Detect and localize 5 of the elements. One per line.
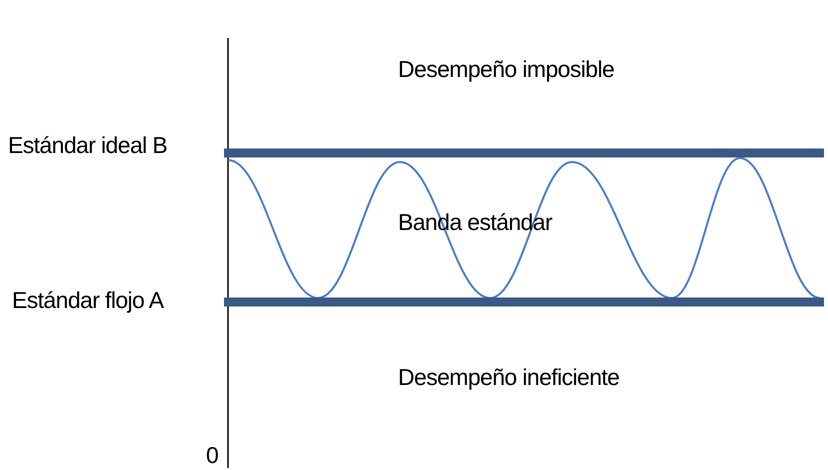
chart-label: 0 — [206, 444, 218, 467]
chart-label: Estándar ideal B — [8, 134, 168, 157]
chart-label: Desempeño ineficiente — [398, 366, 620, 389]
chart-label: Desempeño imposible — [398, 58, 614, 81]
chart-label: Estándar flojo A — [12, 289, 164, 312]
